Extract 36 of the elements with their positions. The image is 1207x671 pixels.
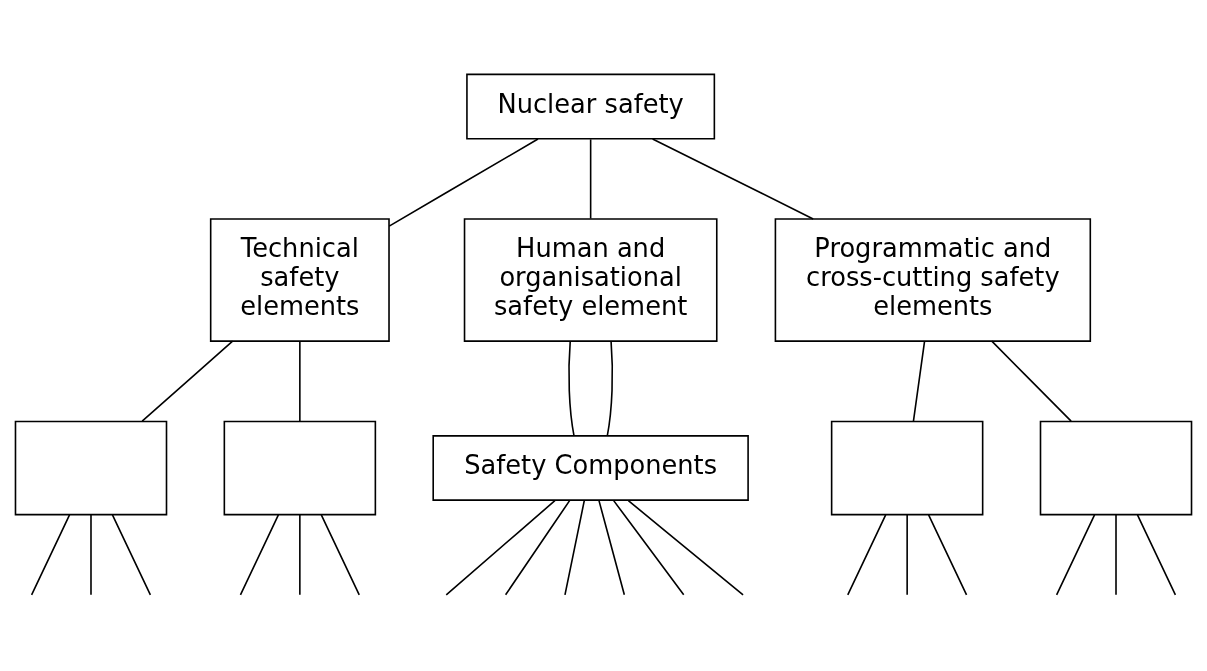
connector <box>504 499 571 596</box>
node-box <box>1039 420 1193 516</box>
connector <box>906 514 908 596</box>
connector <box>299 340 301 422</box>
node-box: Human and organisational safety element <box>463 218 718 342</box>
connector <box>1115 514 1117 596</box>
node-box <box>830 420 984 516</box>
connector <box>627 499 744 596</box>
connector <box>1136 514 1177 596</box>
connector <box>320 514 361 596</box>
connector <box>445 499 556 596</box>
node-box: Technical safety elements <box>209 218 390 342</box>
connector <box>568 340 575 437</box>
connector <box>239 514 280 596</box>
connector <box>589 138 592 220</box>
connector <box>912 340 926 422</box>
connector <box>388 138 539 227</box>
connector <box>564 499 586 596</box>
connector <box>90 514 92 596</box>
connector <box>606 340 614 437</box>
node-box <box>14 420 168 516</box>
connector <box>111 514 152 596</box>
connector <box>991 340 1072 422</box>
node-box: Programmatic and cross-cutting safety elements <box>774 218 1092 342</box>
connector <box>30 514 71 596</box>
connector <box>651 138 814 220</box>
connector <box>846 514 887 596</box>
connector <box>612 499 685 596</box>
connector <box>927 514 968 596</box>
connector <box>598 499 626 596</box>
node-box <box>223 420 377 516</box>
connector <box>141 340 234 422</box>
node-box: Nuclear safety <box>466 73 716 140</box>
connector <box>1055 514 1096 596</box>
connector <box>299 514 301 596</box>
node-box: Safety Components <box>432 435 749 501</box>
